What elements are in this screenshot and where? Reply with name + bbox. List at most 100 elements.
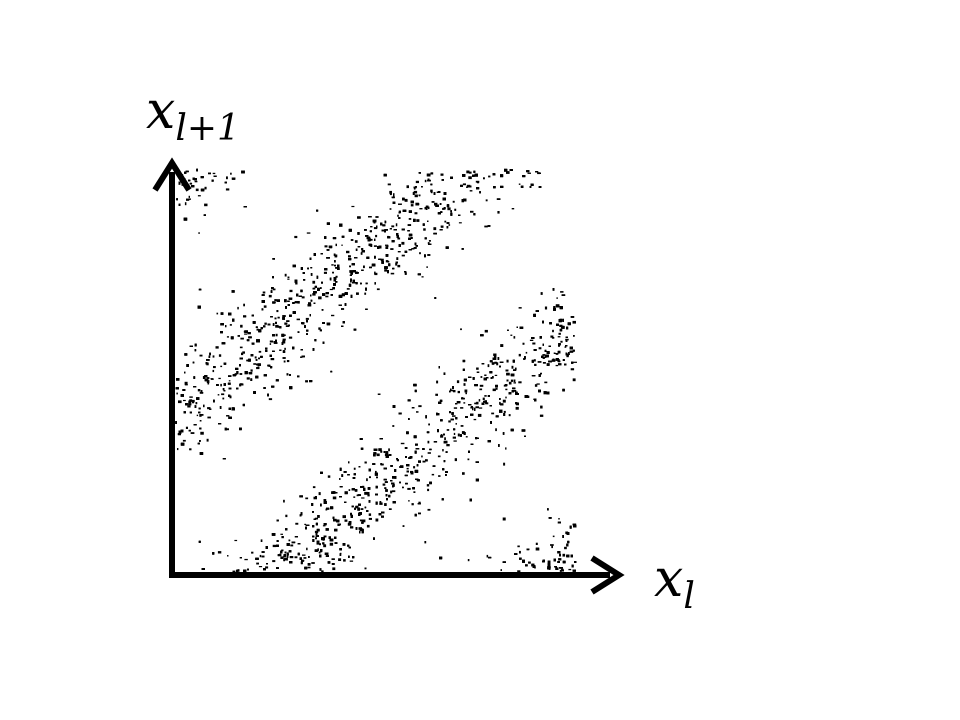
scatter-point <box>289 556 294 559</box>
scatter-point <box>418 460 421 463</box>
scatter-point <box>397 264 401 268</box>
scatter-point <box>384 269 388 272</box>
scatter-point <box>275 333 278 337</box>
scatter-point <box>273 288 276 291</box>
scatter-point <box>342 321 345 324</box>
scatter-point <box>263 568 266 571</box>
scatter-point <box>538 374 541 377</box>
scatter-point <box>332 271 334 274</box>
scatter-point <box>339 467 342 471</box>
scatter-point <box>413 247 417 249</box>
scatter-point <box>239 373 243 375</box>
scatter-point <box>391 482 395 485</box>
x-axis-label-subscript: l <box>683 576 695 617</box>
scatter-point <box>555 364 559 367</box>
scatter-point <box>469 190 473 192</box>
scatter-point <box>498 444 500 447</box>
scatter-point <box>397 251 401 253</box>
scatter-point <box>479 388 483 391</box>
scatter-point <box>385 455 389 458</box>
scatter-point <box>418 501 421 505</box>
scatter-point <box>398 203 402 205</box>
scatter-point <box>213 175 217 177</box>
scatter-point <box>513 379 516 382</box>
scatter-point <box>558 558 562 561</box>
scatter-point <box>270 290 273 293</box>
scatter-point <box>284 322 288 325</box>
scatter-point <box>284 299 287 303</box>
scatter-point <box>288 550 292 553</box>
scatter-point <box>405 482 408 485</box>
scatter-point <box>470 406 473 408</box>
scatter-point <box>334 542 338 544</box>
scatter-point <box>350 279 352 283</box>
scatter-point <box>449 411 451 414</box>
scatter-point <box>283 360 286 363</box>
scatter-point <box>178 400 182 404</box>
scatter-point <box>561 326 565 329</box>
scatter-point <box>333 253 336 256</box>
scatter-point <box>386 498 388 501</box>
scatter-point <box>400 442 405 445</box>
scatter-point <box>544 381 548 384</box>
scatter-point <box>475 461 479 463</box>
scatter-point <box>527 172 531 174</box>
scatter-point <box>492 173 496 176</box>
scatter-point <box>398 412 402 415</box>
scatter-point <box>346 250 350 254</box>
scatter-point <box>222 458 226 460</box>
scatter-point <box>199 354 203 357</box>
scatter-point <box>318 327 321 330</box>
scatter-point <box>550 335 554 338</box>
scatter-point <box>297 552 300 556</box>
scatter-point <box>533 349 537 351</box>
scatter-point <box>513 336 516 339</box>
scatter-point <box>207 382 210 385</box>
scatter-point <box>184 381 188 385</box>
scatter-point <box>324 245 328 248</box>
scatter-point <box>234 539 238 542</box>
scatter-point <box>211 179 214 182</box>
scatter-point <box>380 222 383 226</box>
scatter-point <box>475 478 479 482</box>
scatter-point <box>222 397 225 400</box>
scatter-point <box>566 532 570 535</box>
scatter-point <box>414 469 419 473</box>
scatter-point <box>369 238 371 241</box>
scatter-point <box>558 363 562 366</box>
scatter-point <box>314 530 319 534</box>
scatter-point <box>568 352 570 354</box>
scatter-point <box>311 562 315 564</box>
scatter-point <box>542 343 544 346</box>
scatter-point <box>540 292 543 295</box>
scatter-point <box>256 339 260 343</box>
scatter-point <box>452 436 456 439</box>
scatter-point <box>384 266 388 269</box>
scatter-point <box>235 367 239 370</box>
scatter-point <box>446 204 450 208</box>
scatter-point <box>495 387 498 390</box>
scatter-point <box>511 390 514 393</box>
scatter-point <box>347 522 352 526</box>
scatter-point <box>442 207 445 210</box>
scatter-point <box>444 220 447 223</box>
scatter-point <box>189 396 193 398</box>
scatter-point <box>231 177 236 180</box>
scatter-point <box>313 253 316 256</box>
scatter-point <box>440 211 443 213</box>
scatter-point <box>397 237 401 240</box>
scatter-point <box>322 322 325 324</box>
scatter-point <box>499 401 501 405</box>
scatter-point <box>446 444 450 447</box>
scatter-point <box>503 462 506 466</box>
scatter-point <box>482 397 485 400</box>
scatter-point <box>425 415 427 419</box>
scatter-point <box>312 511 314 513</box>
scatter-point <box>552 288 555 291</box>
scatter-point <box>330 294 333 296</box>
scatter-point <box>274 317 277 320</box>
scatter-point <box>357 232 360 235</box>
scatter-point <box>438 475 441 477</box>
scatter-point <box>487 364 490 368</box>
scatter-point <box>297 301 300 304</box>
